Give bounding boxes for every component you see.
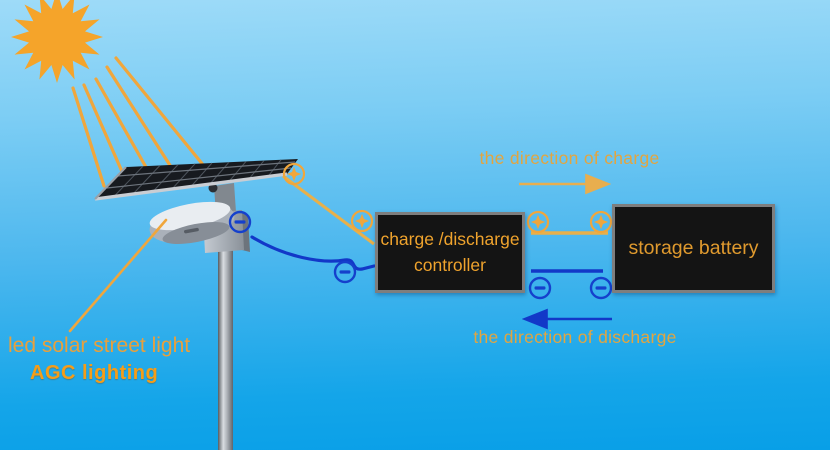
plus-terminal-icon bbox=[350, 209, 374, 233]
sun-rays bbox=[71, 56, 206, 188]
sun-ray bbox=[105, 65, 175, 172]
sun-ray bbox=[71, 86, 106, 188]
minus-terminal-icon bbox=[333, 260, 357, 284]
controller-label-line1: charge /discharge bbox=[380, 228, 520, 249]
fixture-to-controller-negative-wire bbox=[250, 235, 376, 271]
plus-terminal-icon bbox=[589, 210, 613, 234]
plus-terminal-icon bbox=[526, 210, 550, 234]
street-light-label: led solar street light bbox=[8, 334, 191, 357]
solar-panel bbox=[94, 159, 298, 201]
panel-to-controller-positive-wire bbox=[282, 174, 375, 246]
minus-terminal-icon bbox=[589, 276, 613, 300]
light-pole bbox=[218, 244, 233, 450]
street-light-leader-line bbox=[68, 218, 168, 333]
storage-battery-box: storage battery bbox=[612, 204, 775, 293]
sun-ray bbox=[82, 83, 129, 185]
sun-ray bbox=[114, 56, 206, 168]
minus-terminal-icon bbox=[528, 276, 552, 300]
mount-joint bbox=[208, 183, 218, 193]
charge-direction-label: the direction of charge bbox=[479, 148, 660, 168]
brand-label: AGC lighting bbox=[30, 362, 159, 384]
charge-discharge-controller-box: charge /discharge controller bbox=[375, 212, 525, 293]
battery-label: storage battery bbox=[628, 237, 759, 259]
discharge-direction-label: the direction of discharge bbox=[473, 327, 677, 347]
sun-icon bbox=[11, 0, 103, 83]
controller-label-line2: controller bbox=[414, 255, 486, 275]
plus-terminal-icon bbox=[282, 162, 306, 186]
sun-ray bbox=[94, 77, 153, 178]
